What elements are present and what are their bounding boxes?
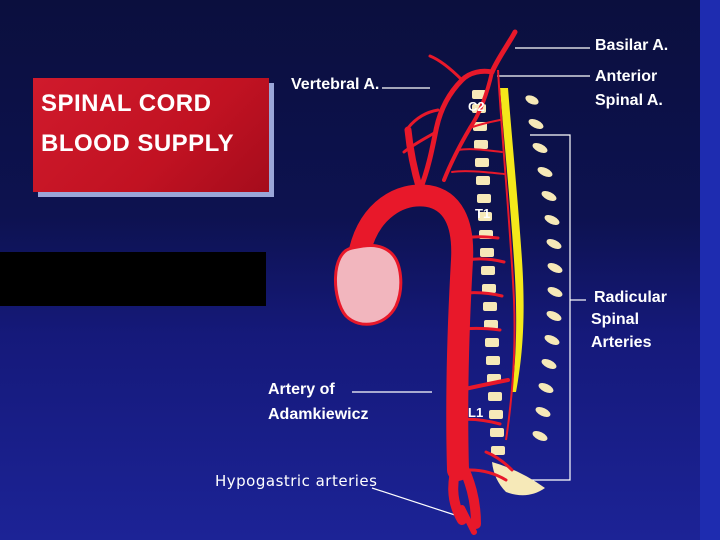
bracket-radicular (525, 134, 571, 481)
heart (334, 244, 403, 326)
label-anterior-1: Anterior (595, 68, 658, 85)
label-anterior-2: Spinal A. (595, 92, 663, 109)
label-radicular-1: Radicular (594, 289, 667, 306)
spinal-cord (500, 88, 524, 392)
basilar-artery (489, 29, 518, 75)
vertebra (490, 428, 504, 437)
label-adamkiewicz-2: Adamkiewicz (268, 406, 369, 423)
vertebra (485, 338, 499, 347)
sacrum (492, 462, 545, 496)
common-iliac-right (455, 455, 481, 529)
spinous-processes (525, 95, 563, 441)
vertebra (486, 356, 500, 365)
vertebra (483, 302, 497, 311)
label-radicular-2: Spinal (591, 311, 640, 328)
vertebral-column (472, 90, 545, 496)
vertebral-artery-left (417, 68, 495, 193)
hypogastric-artery (459, 505, 477, 535)
vertebra (480, 248, 494, 257)
label-level-c2: C2 (468, 99, 485, 114)
label-level-t1: T1 (475, 206, 491, 221)
label-vertebral: Vertebral A. (291, 76, 380, 93)
left-subclavian (404, 126, 424, 194)
label-adamkiewicz-1: Artery of (268, 381, 335, 398)
vertebra (481, 266, 495, 275)
leader-hypogastric (371, 487, 459, 517)
aortic-arch-descending (349, 184, 474, 481)
black-bar (0, 252, 266, 306)
label-basilar: Basilar A. (595, 37, 669, 54)
title-line-2: BLOOD SUPPLY (41, 130, 235, 157)
label-level-l1: L1 (468, 405, 484, 420)
vertebra (491, 446, 505, 455)
vertebra (475, 158, 489, 167)
title-card: SPINAL CORD BLOOD SUPPLY (33, 78, 269, 192)
vertebra (474, 140, 488, 149)
leader-lines (352, 47, 590, 517)
vertebra (484, 320, 498, 329)
vertebra (477, 194, 491, 203)
anterior-spinal-artery (497, 69, 516, 441)
vertebra (478, 212, 492, 221)
vertebra (488, 392, 502, 401)
caption-hypogastric: Hypogastric arteries (215, 472, 378, 490)
label-radicular-3: Arteries (591, 334, 652, 351)
common-iliac-left (448, 455, 467, 525)
vertebra (472, 90, 486, 99)
title-line-1: SPINAL CORD (41, 90, 212, 117)
aorta (349, 126, 481, 535)
slide-edge (700, 0, 720, 540)
vertebra (489, 410, 503, 419)
vertebra (476, 176, 490, 185)
vertebra (482, 284, 496, 293)
